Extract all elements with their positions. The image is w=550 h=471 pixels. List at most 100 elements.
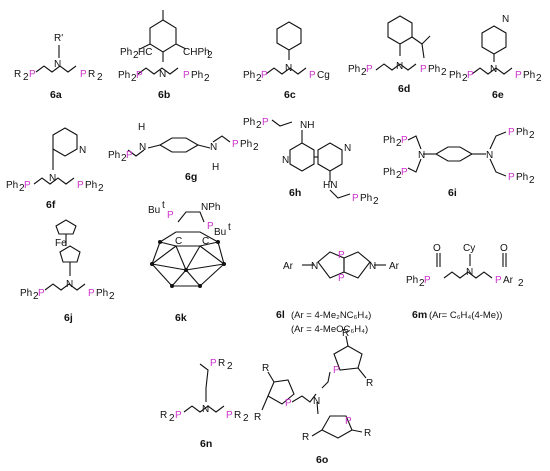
compound-6l: Ar N P P N Ar 6l (Ar = 4-Me₂NC₆H₄) (Ar =… — [276, 250, 400, 335]
n-atom: N — [490, 64, 497, 75]
compound-label: 6g — [185, 171, 197, 183]
subscript: 2 — [204, 73, 210, 84]
n-atom: N — [486, 150, 493, 161]
compound-label: 6d — [398, 83, 410, 95]
superscript: t — [228, 222, 231, 233]
compound-label: 6h — [289, 187, 301, 199]
ph-group: Ph — [240, 139, 252, 150]
ph-group: Ph — [20, 288, 32, 299]
subscript: 2 — [396, 138, 402, 149]
compound-label: 6c — [284, 89, 296, 101]
n-atom: N — [466, 267, 473, 278]
h-atom: H — [138, 122, 145, 133]
subscript: 2 — [243, 413, 249, 424]
p-atom: P — [401, 167, 408, 178]
p-atom: P — [515, 70, 522, 81]
ph-group: Ph — [516, 127, 528, 138]
p-atom: P — [366, 64, 373, 75]
p-atom: P — [167, 210, 174, 221]
p-atom: P — [29, 69, 36, 80]
n-atom: N — [159, 69, 166, 80]
p-atom: P — [80, 69, 87, 80]
r-group: R — [364, 428, 371, 439]
compound-label: 6k — [175, 312, 187, 324]
aryl-note: (Ar = 4-Me₂NC₆H₄) — [291, 310, 371, 321]
compound-6o: R R P R R N P R P R 6o — [254, 328, 373, 466]
subscript: 2 — [536, 73, 542, 84]
compound-label: 6o — [316, 454, 328, 466]
ph-group: Ph — [516, 172, 528, 183]
n-atom: N — [282, 155, 289, 166]
subscript: 2 — [256, 120, 262, 131]
subscript: 2 — [121, 153, 127, 164]
h-atom: H — [212, 162, 219, 173]
r-group: R — [88, 69, 95, 80]
compound-label: 6j — [64, 312, 73, 324]
n-atom: N — [54, 59, 61, 70]
subscript: 2 — [133, 50, 139, 61]
n-atom: N — [285, 63, 292, 74]
p-atom: P — [352, 193, 359, 204]
chph-group: CHPh — [183, 47, 210, 58]
nph-group: NPh — [201, 202, 220, 213]
p-atom: P — [345, 416, 352, 427]
bu-group: Bu — [148, 205, 160, 216]
subscript: 2 — [19, 183, 25, 194]
ar-group: Ar — [389, 261, 400, 272]
subscript: 2 — [169, 413, 175, 424]
p-atom: P — [175, 410, 182, 421]
p-atom: P — [508, 127, 515, 138]
p-atom: P — [424, 275, 431, 286]
p-atom: P — [136, 70, 143, 81]
ph-group: Ph — [449, 70, 461, 81]
p-atom: P — [338, 273, 345, 284]
r-group: R — [366, 378, 373, 389]
aryl-note: (Ar= C₆H₄(4-Me)) — [429, 310, 502, 321]
c-atom: C — [202, 236, 209, 247]
hn-group: HN — [323, 180, 337, 191]
n-atom: N — [79, 145, 86, 156]
n-atom: N — [344, 143, 351, 154]
ar-group: Ar — [503, 275, 514, 286]
compound-6i: Ph 2 P Ph 2 P N N P Ph 2 P Ph 2 6i — [383, 127, 535, 199]
ph-group: Ph — [523, 70, 535, 81]
p-atom: P — [38, 288, 45, 299]
ph-group: Ph — [383, 135, 395, 146]
subscript: 2 — [373, 196, 379, 207]
subscript: 2 — [529, 175, 535, 186]
n-atom: N — [396, 61, 403, 72]
compound-label: 6l — [276, 309, 285, 321]
r-group: R — [234, 410, 241, 421]
cg-group: Cg — [317, 70, 330, 81]
r-prime-label: R' — [54, 33, 63, 44]
compound-6f: N Ph 2 P N P Ph 2 6f — [6, 127, 104, 211]
p-atom: P — [420, 64, 427, 75]
p-atom: P — [309, 70, 316, 81]
compound-6d: Ph 2 P N P Ph 2 6d — [348, 15, 447, 95]
subscript: 2 — [98, 183, 104, 194]
compound-6h: Ph 2 P NH N N HN P Ph 2 6h — [243, 117, 379, 207]
p-atom: P — [88, 288, 95, 299]
subscript: 2 — [396, 170, 402, 181]
p-atom: P — [232, 139, 239, 150]
nh-group: NH — [300, 120, 314, 131]
r-group: R — [160, 410, 167, 421]
cy-group: Cy — [463, 243, 475, 254]
n-atom: N — [418, 150, 425, 161]
compound-6a: R' N R 2 P P R 2 6a — [14, 33, 103, 101]
r-group: R — [302, 432, 309, 443]
n-atom: N — [502, 14, 509, 25]
aryl-note: (Ar = 4-MeOC₆H₄) — [291, 324, 368, 335]
r-group: R — [254, 412, 261, 423]
n-atom: N — [66, 279, 73, 290]
ph-group: Ph — [96, 288, 108, 299]
ph-group: Ph — [191, 70, 203, 81]
n-atom: N — [311, 261, 318, 272]
compound-label: 6a — [50, 89, 62, 101]
n-atom: N — [49, 173, 56, 184]
fe-atom: Fe — [55, 238, 67, 249]
subscript: 2 — [23, 72, 29, 83]
compound-6m: O Cy O Ph 2 P N P Ar 2 6m (Ar= C₆H₄(4-Me… — [406, 243, 524, 321]
